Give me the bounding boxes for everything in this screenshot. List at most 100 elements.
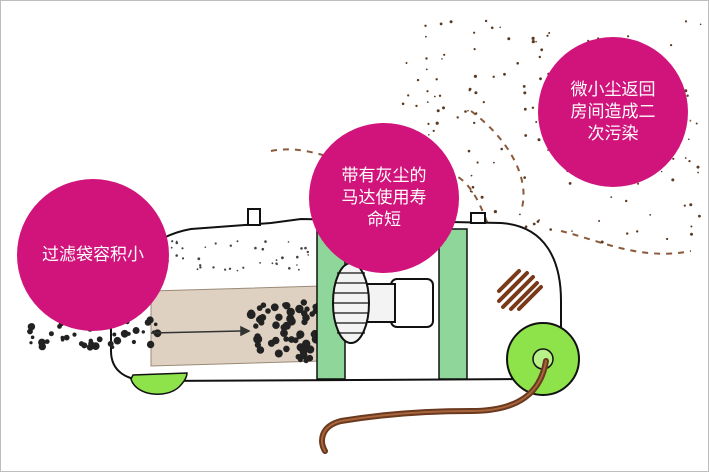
dust-speck xyxy=(171,240,174,243)
dust-speck xyxy=(153,322,158,327)
dust-speck xyxy=(264,240,267,243)
dust-speck xyxy=(470,174,473,177)
dust-speck xyxy=(637,182,640,185)
dust-speck xyxy=(256,305,263,311)
dust-speck xyxy=(524,134,528,137)
dust-speck xyxy=(280,329,288,337)
dust-speck xyxy=(175,254,178,257)
dust-speck xyxy=(531,106,535,110)
dust-speck xyxy=(306,354,314,362)
dust-speck xyxy=(548,32,551,34)
dust-speck xyxy=(482,101,485,104)
dust-speck xyxy=(625,199,628,203)
dust-speck xyxy=(141,330,145,334)
dust-speck xyxy=(298,268,300,271)
dust-speck xyxy=(197,257,201,261)
dust-speck xyxy=(120,329,129,338)
dust-speck xyxy=(499,26,502,29)
dust-speck xyxy=(449,20,453,24)
dust-speck xyxy=(524,225,528,228)
dust-speck xyxy=(259,262,261,264)
dust-speck xyxy=(307,254,310,256)
dust-speck xyxy=(283,336,289,342)
dust-speck xyxy=(300,247,303,250)
dust-speck xyxy=(175,241,179,245)
dust-speck xyxy=(288,315,294,322)
dust-speck xyxy=(428,134,430,136)
dust-speck xyxy=(469,190,472,193)
dust-speck xyxy=(48,331,54,337)
dust-speck xyxy=(464,110,467,113)
dust-speck xyxy=(535,121,538,123)
dust-speck xyxy=(684,157,687,159)
body-dust xyxy=(161,240,310,272)
bubble-exhaust-text: 微小尘返回 房间造成二 次污染 xyxy=(570,80,656,144)
dust-speck xyxy=(683,204,686,207)
dust-speck xyxy=(467,109,469,112)
dust-speck xyxy=(523,107,527,111)
dust-speck xyxy=(627,35,630,38)
dust-speck xyxy=(626,232,629,235)
dust-speck xyxy=(695,122,698,125)
dust-speck xyxy=(72,332,77,337)
dust-speck xyxy=(63,334,70,341)
dust-speck xyxy=(27,323,36,331)
dust-speck xyxy=(44,339,50,344)
dust-speck xyxy=(424,24,427,27)
dust-speck xyxy=(538,55,541,59)
dust-speck xyxy=(522,85,526,88)
rear-wheel xyxy=(506,322,580,396)
dust-speck xyxy=(425,68,428,71)
dust-speck xyxy=(296,343,305,352)
dust-speck xyxy=(698,214,701,218)
dust-speck xyxy=(236,240,239,243)
dust-speck xyxy=(296,334,302,340)
dust-speck xyxy=(416,78,420,82)
dust-speck xyxy=(523,176,526,179)
dust-speck xyxy=(242,266,245,269)
dust-speck xyxy=(490,26,494,30)
dust-speck xyxy=(684,20,688,23)
dust-speck xyxy=(296,255,299,259)
dust-speck xyxy=(538,219,540,222)
dust-speck xyxy=(306,345,315,354)
dust-speck xyxy=(113,336,122,345)
dust-speck xyxy=(532,222,536,226)
dust-speck xyxy=(688,138,690,141)
dust-speck xyxy=(598,220,601,222)
dust-speck xyxy=(272,321,280,330)
dust-speck xyxy=(246,310,256,319)
dust-speck xyxy=(471,185,475,189)
dust-speck xyxy=(81,342,88,349)
dust-speck xyxy=(257,315,265,323)
dust-speck xyxy=(610,196,613,199)
handle xyxy=(247,208,261,226)
bubble-exhaust: 微小尘返回 房间造成二 次污染 xyxy=(538,37,688,187)
dust-speck xyxy=(267,339,276,347)
dust-speck xyxy=(539,77,542,81)
dust-speck xyxy=(401,102,405,106)
dust-speck xyxy=(435,78,438,81)
dust-speck xyxy=(304,246,307,250)
bubble-filter-bag: 过滤袋容积小 xyxy=(17,179,169,331)
dust-speck xyxy=(107,340,114,347)
dust-speck xyxy=(30,335,35,340)
dust-speck xyxy=(433,95,436,98)
dust-speck xyxy=(228,267,232,270)
dust-speck xyxy=(439,22,443,26)
dust-speck xyxy=(432,129,435,132)
dust-speck xyxy=(441,58,443,60)
dust-speck xyxy=(456,116,459,119)
handle-top xyxy=(470,212,486,224)
dust-speck xyxy=(229,244,232,247)
dust-speck xyxy=(636,230,639,233)
dust-speck xyxy=(299,351,308,360)
dust-speck xyxy=(468,89,471,92)
dust-speck xyxy=(540,48,544,52)
dust-speck xyxy=(571,230,573,232)
dust-speck xyxy=(443,53,446,56)
dust-speck xyxy=(426,101,429,103)
dust-speck xyxy=(531,40,535,44)
dust-speck xyxy=(442,106,445,110)
